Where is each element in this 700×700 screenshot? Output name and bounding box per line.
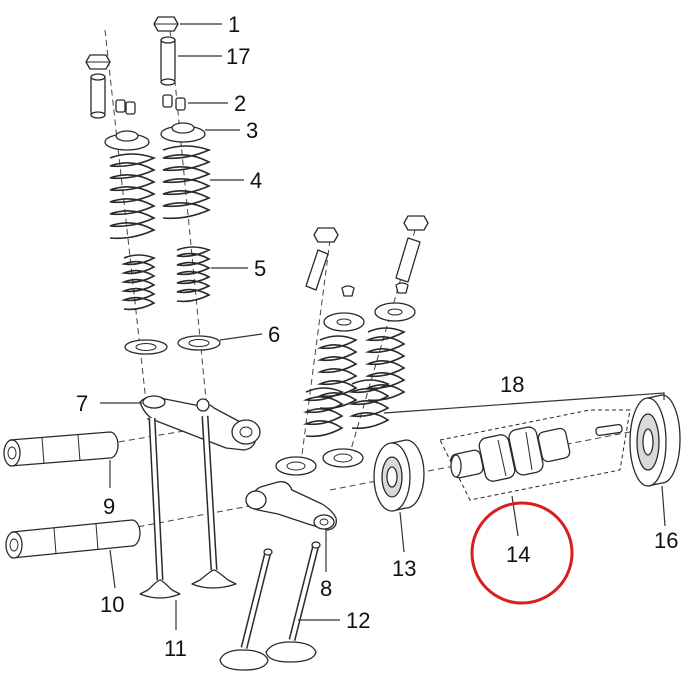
spring-retainer-mid: [323, 302, 416, 332]
callout-3: 3: [246, 118, 258, 143]
callout-12: 12: [346, 608, 370, 633]
callout-16: 16: [654, 528, 678, 553]
leader-lines: [100, 23, 666, 630]
callout-11: 11: [164, 636, 187, 661]
callout-5: 5: [254, 256, 266, 281]
spring-seat-left: [124, 339, 168, 355]
callout-14: 14: [506, 542, 530, 567]
rocker-arm-upper: [139, 395, 261, 451]
callout-8: 8: [320, 576, 332, 601]
spring-seat-mid: [275, 448, 364, 476]
callout-6: 6: [268, 322, 280, 347]
callout-18: 18: [500, 372, 524, 397]
callout-4: 4: [250, 168, 262, 193]
rocker-shaft-upper: [3, 431, 119, 467]
intake-valve-right: [191, 415, 237, 589]
callout-10: 10: [100, 592, 124, 617]
inner-valve-spring-right: [176, 246, 211, 303]
callout-13: 13: [392, 556, 416, 581]
outer-valve-spring-left: [109, 153, 157, 240]
valve-keeper-right: [162, 94, 186, 111]
inner-valve-spring-left: [120, 254, 156, 311]
valve-springs-mid: [302, 327, 406, 438]
highlight-circle: [470, 501, 574, 605]
exhaust-valve-left: [219, 548, 273, 671]
spring-retainer-left: [104, 130, 150, 151]
callout-1: 1: [228, 12, 240, 37]
rocker-shaft-lower: [5, 519, 141, 559]
camshaft: [439, 409, 631, 501]
outer-valve-spring-right: [162, 145, 212, 220]
rocker-arm-lower: [245, 481, 337, 531]
intake-valve-left: [139, 417, 181, 599]
adjusting-screw-left: [90, 73, 106, 119]
valve-keeper-mid: [341, 282, 409, 297]
valve-keeper-left: [115, 99, 136, 115]
camshaft-bearing-left: [373, 439, 425, 512]
spring-retainer-right: [160, 122, 206, 143]
dowel-pin: [595, 423, 623, 437]
callout-labels: 1 17 2 3 4 5 6 7 9 10 11 12 8 13 14 16 1…: [76, 12, 678, 661]
adjuster-nut-left: [85, 54, 111, 70]
exhaust-valve-right: [265, 541, 321, 663]
callout-2: 2: [234, 91, 246, 116]
adjusting-screw-mid-right: [395, 215, 429, 283]
callout-17: 17: [226, 44, 250, 69]
camshaft-bearing-right: [629, 394, 681, 487]
callout-7: 7: [76, 391, 88, 416]
spring-seat-right: [177, 335, 221, 351]
adjusting-screw-mid-left: [305, 227, 339, 291]
adjusting-screw-right: [160, 36, 176, 86]
callout-9: 9: [103, 494, 115, 519]
adjuster-nut-right: [153, 16, 179, 32]
